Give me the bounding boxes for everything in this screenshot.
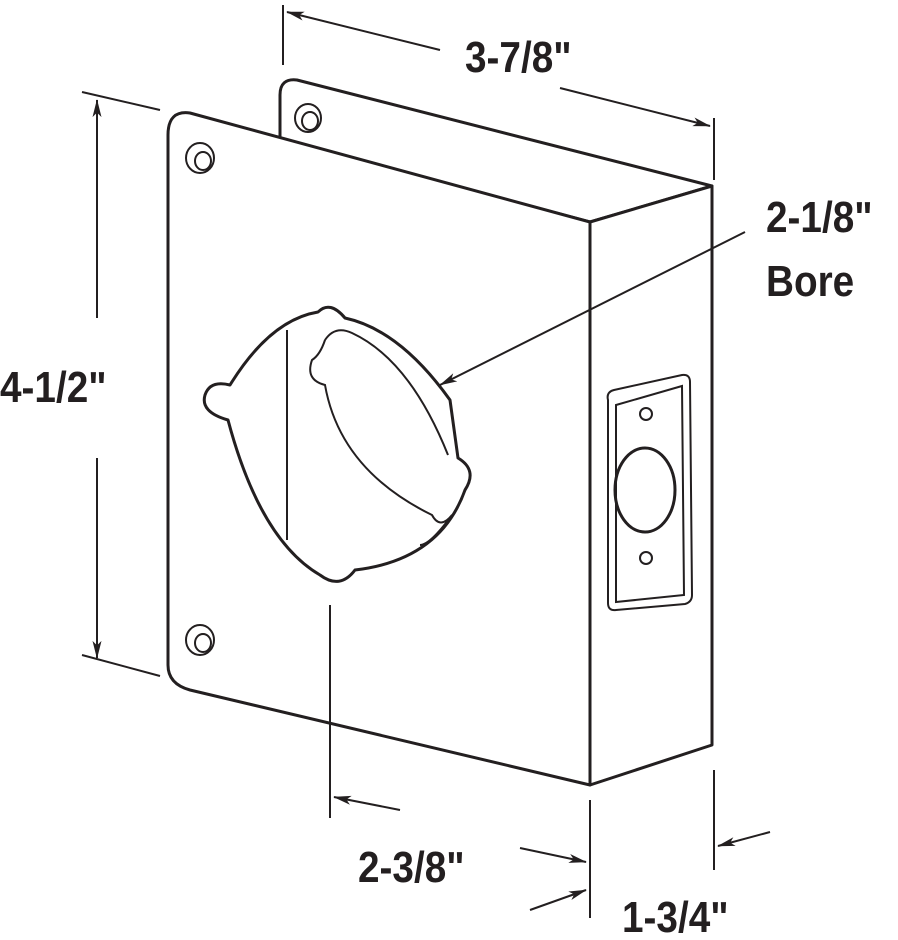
door-thickness-label: 1-3/4" [622, 892, 729, 940]
width-label: 3-7/8" [465, 32, 572, 82]
height-label: 4-1/2" [0, 362, 107, 412]
screw-hole [185, 624, 215, 656]
backset-label: 2-3/8" [358, 842, 465, 892]
bore-hole [202, 305, 472, 583]
bore-label: Bore [766, 256, 854, 306]
screw-hole [185, 142, 215, 174]
side-face [588, 184, 714, 787]
bore-size-label: 2-1/8" [766, 192, 873, 242]
latch-hole [613, 446, 677, 534]
dimension-lines [81, 5, 771, 918]
strike-plate [606, 373, 694, 612]
screw-hole [294, 103, 322, 133]
